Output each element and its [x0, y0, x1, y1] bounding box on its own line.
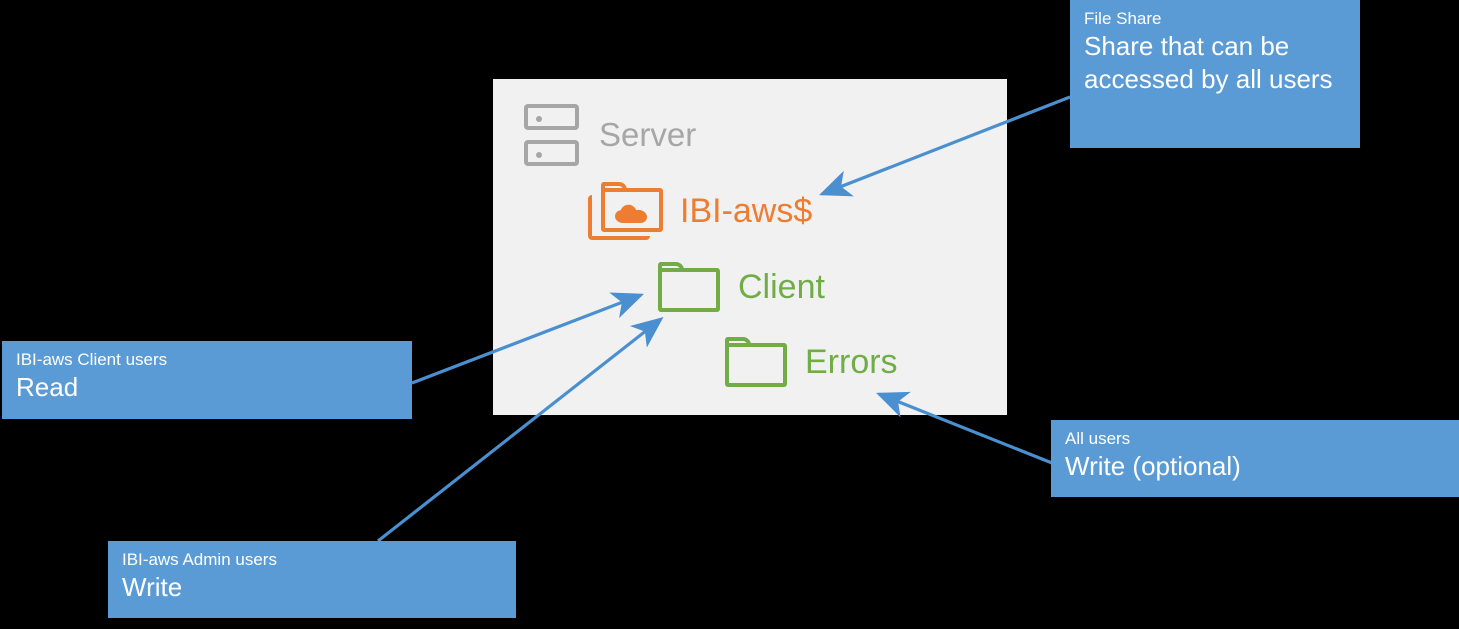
server-panel: Server IBI-aws$ Client — [493, 79, 1007, 415]
callout-all-users[interactable]: All users Write (optional) — [1051, 420, 1459, 497]
folder-tab — [725, 337, 751, 346]
server-bar-top — [524, 104, 579, 130]
callout-title: IBI-aws Client users — [16, 350, 168, 369]
callout-title: File Share — [1084, 9, 1162, 28]
callout-client-users[interactable]: IBI-aws Client users Read — [2, 341, 412, 419]
server-label: Server — [599, 116, 697, 153]
folder-tab — [601, 182, 627, 191]
file-share-label: IBI-aws$ — [680, 191, 813, 230]
folder-node-client[interactable]: Client — [658, 262, 825, 312]
server-led-bottom — [536, 152, 542, 158]
folder-icon — [658, 262, 720, 312]
callout-detail: Write — [122, 572, 183, 602]
server-bar-bottom — [524, 140, 579, 166]
server-heading: Server — [524, 104, 696, 166]
callout-title: IBI-aws Admin users — [122, 550, 277, 569]
callout-admin-users[interactable]: IBI-aws Admin users Write — [108, 541, 516, 618]
callout-file-share[interactable]: File Share Share that can be accessed by… — [1070, 0, 1360, 148]
callout-detail: Share that can be accessed by all users — [1084, 31, 1333, 94]
folder-label-errors: Errors — [805, 342, 898, 381]
callout-detail: Read — [16, 372, 79, 402]
callout-title: All users — [1065, 429, 1131, 448]
folder-body — [658, 268, 720, 312]
folder-body — [725, 343, 787, 387]
cloud-folder-icon — [588, 182, 664, 240]
server-icon — [524, 104, 579, 166]
folder-icon — [725, 337, 787, 387]
folder-node-errors[interactable]: Errors — [725, 337, 898, 387]
file-share-node[interactable]: IBI-aws$ — [588, 182, 812, 240]
folder-tab — [658, 262, 684, 271]
folder-label-client: Client — [738, 267, 825, 306]
cloud-folder-back-layer — [588, 195, 650, 240]
server-led-top — [536, 116, 542, 122]
callout-detail: Write (optional) — [1065, 451, 1241, 481]
cloud-glyph-icon — [615, 204, 647, 223]
